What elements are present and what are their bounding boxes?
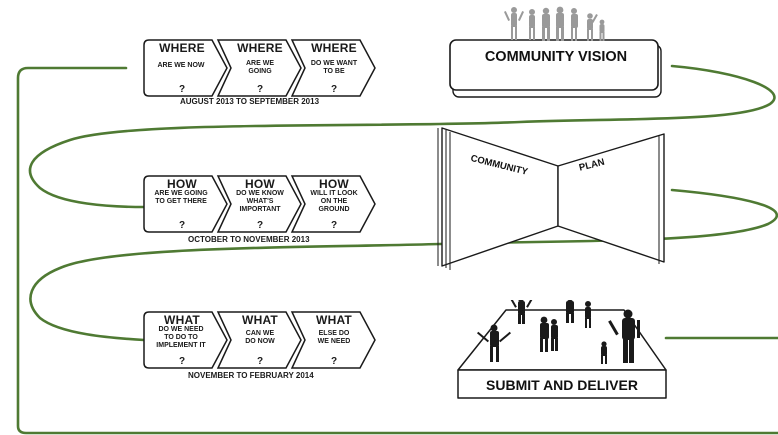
- submit-platform: [457, 300, 667, 399]
- submit-deliver-label: SUBMIT AND DELIVER: [486, 377, 638, 393]
- step-question-mark: ?: [256, 220, 264, 231]
- row-2-date: OCTOBER TO NOVEMBER 2013: [188, 235, 310, 244]
- chevron-shape: [143, 311, 228, 369]
- what-step-1: WHAT DO WE NEED TO DO TO IMPLEMENT IT ?: [143, 311, 228, 372]
- where-step-3: WHERE DO WE WANT TO BE ?: [290, 39, 376, 100]
- step-subtext: ARE WE GOING TO GET THERE: [154, 190, 208, 205]
- step-heading: HOW: [245, 177, 275, 191]
- how-step-1: HOW ARE WE GOING TO GET THERE ?: [143, 175, 228, 236]
- step-question-mark: ?: [178, 356, 186, 367]
- where-step-2: WHERE ARE WE GOING ?: [216, 39, 302, 100]
- step-heading: WHERE: [159, 41, 205, 55]
- step-heading: HOW: [319, 177, 349, 191]
- what-step-3: WHAT ELSE DO WE NEED ?: [290, 311, 376, 372]
- step-question-mark: ?: [178, 220, 186, 231]
- step-question-mark: ?: [330, 220, 338, 231]
- step-question-mark: ?: [256, 84, 264, 95]
- step-subtext: DO WE NEED TO DO TO IMPLEMENT IT: [156, 326, 206, 349]
- vision-box-frame: [449, 39, 662, 98]
- community-vision-label: COMMUNITY VISION: [484, 49, 628, 65]
- chevron-shape: [143, 175, 228, 233]
- step-subtext: ARE WE GOING: [246, 60, 274, 75]
- step-heading: WHAT: [242, 313, 278, 327]
- step-heading: HOW: [167, 177, 197, 191]
- step-heading: WHAT: [164, 313, 200, 327]
- chevron-shape: [216, 175, 302, 233]
- step-subtext: DO WE KNOW WHAT'S IMPORTANT: [236, 190, 284, 213]
- step-subtext: CAN WE DO NOW: [245, 330, 275, 345]
- step-subtext: ELSE DO WE NEED: [317, 330, 351, 345]
- what-step-2: WHAT CAN WE DO NOW ?: [216, 311, 302, 372]
- step-heading: WHAT: [316, 313, 352, 327]
- step-subtext: WILL IT LOOK ON THE GROUND: [310, 190, 358, 213]
- chevron-shape: [290, 39, 376, 97]
- where-step-1: WHERE ARE WE NOW ?: [143, 39, 228, 100]
- community-people-icon: [503, 6, 605, 41]
- chevron-shape: [216, 311, 302, 369]
- chevron-shape: [290, 311, 376, 369]
- chevron-shape: [143, 39, 228, 97]
- row-1-date: AUGUST 2013 TO SEPTEMBER 2013: [180, 97, 320, 106]
- step-question-mark: ?: [256, 356, 264, 367]
- chevron-shape: [290, 175, 376, 233]
- how-step-3: HOW WILL IT LOOK ON THE GROUND ?: [290, 175, 376, 236]
- chevron-shape: [216, 39, 302, 97]
- row-3-date: NOVEMBER TO FEBRUARY 2014: [188, 371, 314, 380]
- step-subtext: DO WE WANT TO BE: [310, 60, 358, 75]
- step-question-mark: ?: [330, 356, 338, 367]
- how-step-2: HOW DO WE KNOW WHAT'S IMPORTANT ?: [216, 175, 302, 236]
- step-subtext: ARE WE NOW: [157, 62, 205, 69]
- step-question-mark: ?: [330, 84, 338, 95]
- step-heading: WHERE: [311, 41, 357, 55]
- community-plan-book: [437, 127, 665, 270]
- community-vision-box: COMMUNITY VISION: [449, 39, 662, 98]
- step-heading: WHERE: [237, 41, 283, 55]
- step-question-mark: ?: [178, 84, 186, 95]
